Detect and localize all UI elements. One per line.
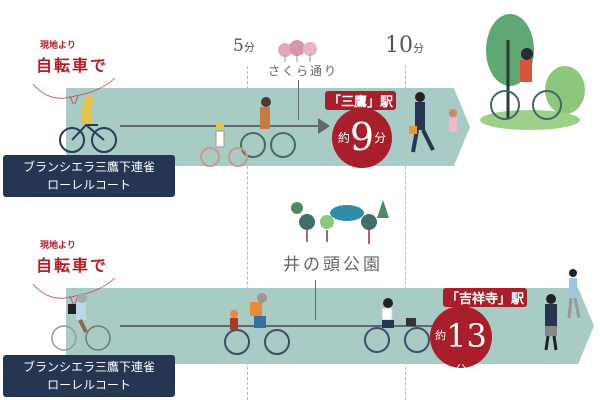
student-cyclist: [364, 298, 430, 353]
tick-5min: 5分: [233, 36, 255, 56]
from-big: 自転車で: [36, 56, 109, 75]
time-badge: 約9分: [332, 108, 392, 168]
time-badge: 約13分: [430, 306, 492, 376]
tick-10min: 10分: [385, 33, 424, 58]
landmark-sakura-dori: さくら通り: [268, 64, 339, 78]
dashed-line-10min: [405, 66, 406, 400]
speech-curve: [32, 277, 116, 304]
from-small: 現地より: [40, 41, 76, 51]
parent-child-cyclist: [224, 293, 290, 355]
pedestrians-illustration: [409, 92, 457, 153]
station-label: 「三鷹」駅: [325, 91, 397, 110]
route-arrow: [120, 325, 438, 327]
landmark-inokashira-park: 井の頭公園: [283, 255, 383, 275]
station-label: 「吉祥寺」駅: [443, 288, 528, 307]
landmark-connector: [298, 80, 299, 120]
from-small: 現地より: [40, 241, 76, 251]
parent-child-cyclists: [200, 97, 296, 167]
dashed-line-5min: [247, 66, 248, 400]
landmark-connector: [315, 280, 316, 320]
speech-curve: [32, 77, 116, 104]
property-name-box: ブランシエラ三鷹下連雀ローレルコート: [3, 155, 175, 197]
arrowhead-icon: [318, 118, 330, 134]
from-big: 自転車で: [36, 256, 109, 275]
cyclist-illustration: [51, 293, 111, 351]
park-trees-icon: [291, 200, 389, 244]
property-name-box: ブランシエラ三鷹下連雀ローレルコート: [3, 355, 175, 397]
sakura-trees-icon: [278, 40, 317, 62]
park-cyclist-illustration: [480, 14, 585, 130]
pedestrians-illustration: [544, 269, 581, 351]
cyclist-illustration: [59, 96, 117, 153]
